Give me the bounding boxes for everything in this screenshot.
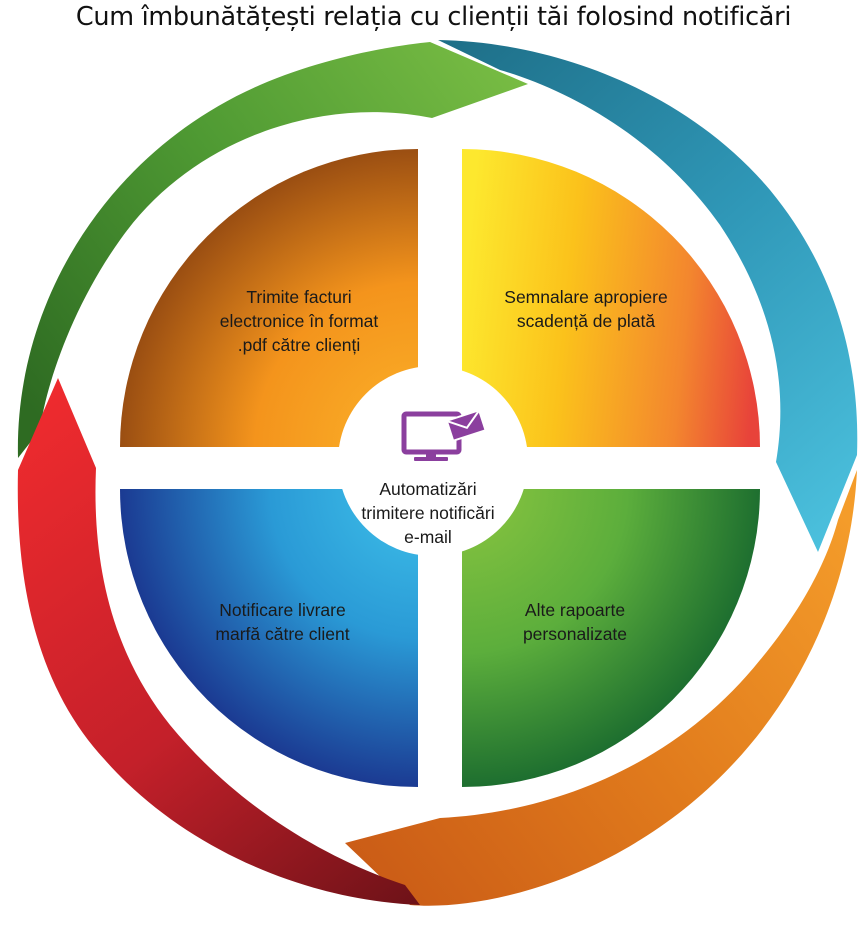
quadrant-bottom-right-label: Alte rapoarte personalizate (490, 598, 660, 646)
label-line: personalizate (522, 624, 628, 644)
monitor-envelope-icon (401, 408, 487, 461)
quadrant-top-right (462, 149, 760, 447)
quadrant-bottom-left-label: Notificare livrare marfă către client (195, 598, 370, 646)
label-line: Notificare livrare (219, 600, 346, 620)
label-line: trimitere notificări (361, 503, 495, 523)
quadrant-top-right-label: Semnalare apropiere scadență de plată (486, 285, 686, 333)
quadrant-top-left-label: Trimite facturi electronice în format .p… (204, 285, 394, 357)
center-label: Automatizări trimitere notificări e-mail (344, 477, 512, 549)
quadrants (120, 149, 760, 787)
label-line: e-mail (404, 527, 452, 547)
label-line: marfă către client (215, 624, 350, 644)
label-line: Alte rapoarte (524, 600, 626, 620)
label-line: electronice în format (219, 311, 379, 331)
quadrant-bottom-left (120, 489, 418, 787)
label-line: scadență de plată (516, 311, 656, 331)
orange-arrow (345, 470, 857, 906)
label-line: Trimite facturi (246, 287, 352, 307)
diagram-title: Cum îmbunătățești relația cu clienții tă… (75, 2, 792, 32)
label-line: Automatizări (379, 479, 477, 499)
red-arrow (17, 378, 420, 905)
quadrant-top-left (120, 149, 418, 447)
cycle-arrows (17, 40, 858, 906)
blue-arrow (438, 40, 858, 552)
label-line: Semnalare apropiere (504, 287, 668, 307)
green-arrow (17, 42, 528, 458)
quadrant-bottom-right (462, 489, 760, 787)
label-line: .pdf către clienți (237, 335, 361, 355)
